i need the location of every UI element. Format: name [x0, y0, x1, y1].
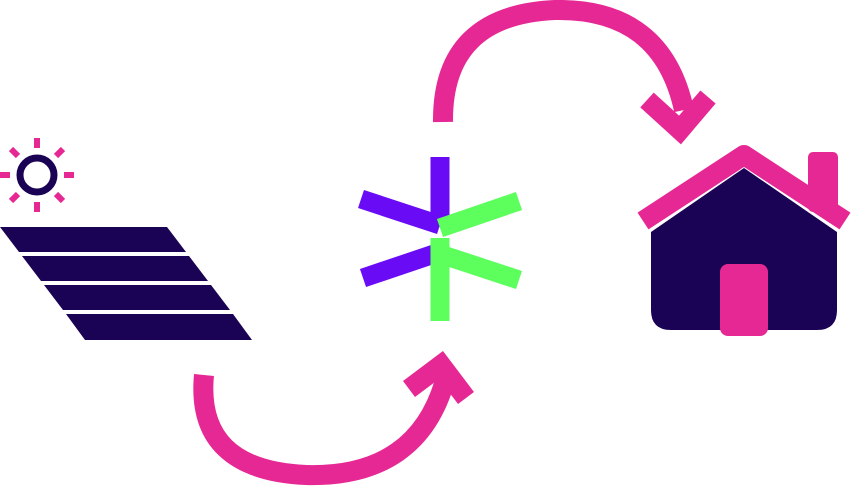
house-icon	[637, 145, 851, 336]
solar-panel-row	[22, 256, 208, 281]
asterisk-purple-strokes	[358, 157, 450, 288]
sun-icon	[0, 138, 74, 212]
solar-panel-icon	[0, 227, 252, 340]
curved-arrow-icon	[193, 351, 474, 486]
asterisk-logo-icon	[358, 157, 523, 321]
solar-panel-row	[0, 227, 186, 252]
house-door	[720, 264, 768, 336]
sun-core	[16, 154, 58, 196]
asterisk-green-strokes	[430, 192, 523, 321]
solar-panel-row	[66, 314, 252, 340]
house-body	[651, 168, 837, 330]
arrow-shaft-solar-to-hub	[193, 374, 456, 486]
sun-rays	[0, 138, 74, 212]
curved-arrow-icon	[432, 0, 716, 145]
solar-panel-row	[44, 285, 230, 310]
arrow-head-hub-to-home	[640, 90, 716, 145]
arrow-shaft-hub-to-home	[432, 0, 694, 123]
house-roof	[637, 145, 851, 230]
arrow-head-solar-to-hub	[403, 351, 474, 405]
